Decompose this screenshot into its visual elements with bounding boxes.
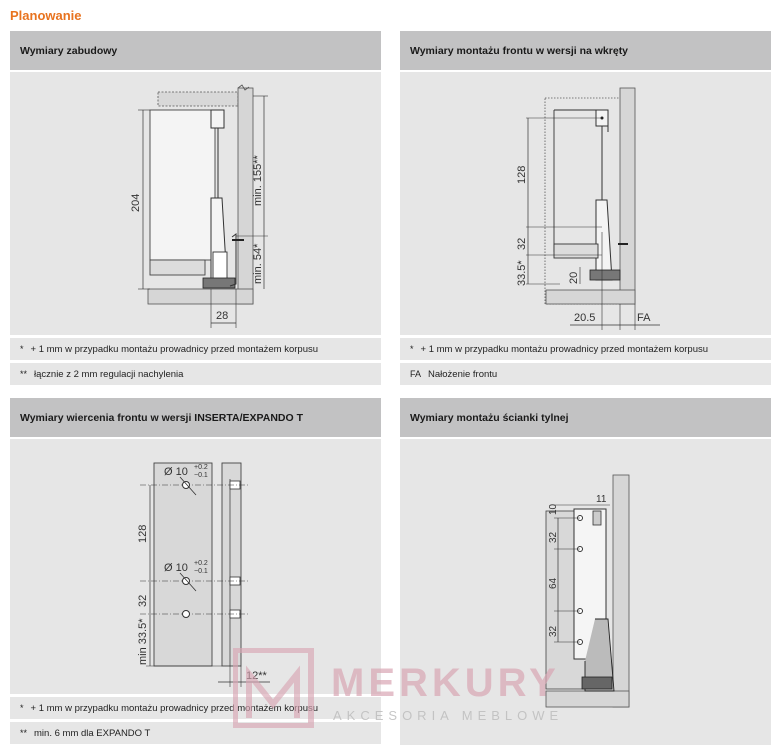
svg-text:−0.1: −0.1 xyxy=(194,568,208,575)
dim-min-54: min. 54* xyxy=(252,243,264,284)
panel-header: Wymiary montażu frontu w wersji na wkręt… xyxy=(400,31,771,70)
front-mounting-drawing: 128 32 33.5* 20 20.5 FA xyxy=(516,87,660,330)
panel-wiercenie-frontu: Wymiary wiercenia frontu w wersji INSERT… xyxy=(10,398,381,744)
dim-32: 32 xyxy=(516,238,528,250)
footnote: FA Nałożenie frontu xyxy=(400,363,771,385)
diagram-wymiary-zabudowy: 204 min. 155** min. 54* 28 xyxy=(10,72,381,335)
footnote: ** łącznie z 2 mm regulacji nachylenia xyxy=(10,363,381,385)
dim-12: 12** xyxy=(246,670,268,682)
dim-10: 10 xyxy=(548,503,559,515)
dim-204: 204 xyxy=(130,194,142,212)
svg-text:−0.1: −0.1 xyxy=(194,472,208,479)
dim-32-top: 32 xyxy=(548,531,559,543)
page-title: Planowanie xyxy=(10,8,82,23)
diagram-scianka-tylna: 10 11 32 64 32 xyxy=(400,439,771,745)
footnote: * + 1 mm w przypadku montażu prowadnicy … xyxy=(400,338,771,360)
panel-header: Wymiary wiercenia frontu w wersji INSERT… xyxy=(10,398,381,437)
diagram-montaz-frontu: 128 32 33.5* 20 20.5 FA xyxy=(400,72,771,335)
footnote: ** min. 6 mm dla EXPANDO T xyxy=(10,722,381,744)
dim-32-bottom: 32 xyxy=(548,625,559,637)
panel-wymiary-zabudowy: Wymiary zabudowy 204 xyxy=(10,31,381,385)
dim-11: 11 xyxy=(596,494,607,505)
dim-min-33-5: min 33.5* xyxy=(137,618,149,665)
dim-32: 32 xyxy=(137,595,149,607)
dim-33-5: 33.5* xyxy=(516,260,528,286)
drawer-side-section-drawing: 204 min. 155** min. 54* 28 xyxy=(130,84,268,328)
footnote: * + 1 mm w przypadku montażu prowadnicy … xyxy=(10,697,381,719)
panel-header: Wymiary zabudowy xyxy=(10,31,381,70)
diagram-wiercenie-frontu: Ø 10 +0.2 −0.1 Ø 10 +0.2 −0.1 128 32 min… xyxy=(10,439,381,694)
dim-128: 128 xyxy=(137,525,149,543)
dim-28: 28 xyxy=(216,310,228,322)
dim-fa: FA xyxy=(637,312,651,324)
dim-20: 20 xyxy=(568,272,580,284)
panel-montaz-frontu-wkrety: Wymiary montażu frontu w wersji na wkręt… xyxy=(400,31,771,385)
back-panel-mounting-drawing: 10 11 32 64 32 xyxy=(545,474,630,708)
dim-20-5: 20.5 xyxy=(574,312,595,324)
dim-64: 64 xyxy=(548,577,559,589)
dim-128: 128 xyxy=(516,166,528,184)
front-drilling-drawing: Ø 10 +0.2 −0.1 Ø 10 +0.2 −0.1 128 32 min… xyxy=(137,462,270,687)
hole-diameter-2: Ø 10 xyxy=(164,562,188,574)
panel-header: Wymiary montażu ścianki tylnej xyxy=(400,398,771,437)
footnote: * + 1 mm w przypadku montażu prowadnicy … xyxy=(10,338,381,360)
panel-montaz-scianki-tylnej: Wymiary montażu ścianki tylnej 10 11 32 … xyxy=(400,398,771,745)
svg-text:+0.2: +0.2 xyxy=(194,560,208,567)
hole-diameter-1: Ø 10 xyxy=(164,466,188,478)
svg-text:+0.2: +0.2 xyxy=(194,464,208,471)
dim-min-155: min. 155** xyxy=(252,155,264,206)
